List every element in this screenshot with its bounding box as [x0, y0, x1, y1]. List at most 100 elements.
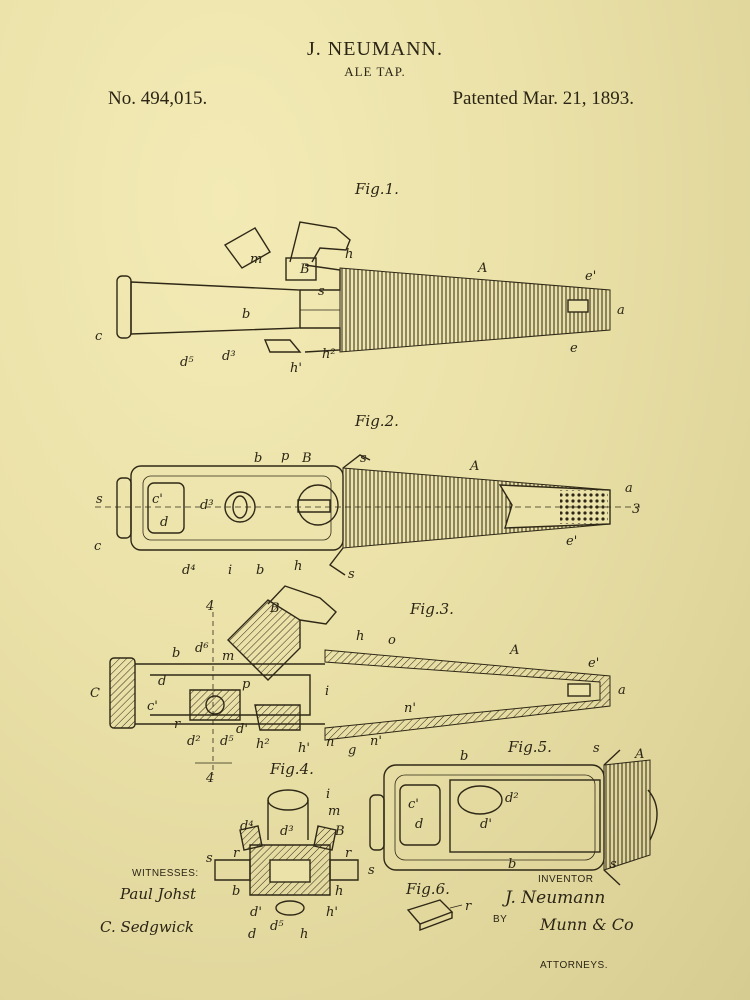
- fig4-ref-d3: d³: [280, 824, 294, 839]
- fig5-ref-s: s: [593, 741, 600, 756]
- fig3-ref-d1: d': [236, 722, 248, 737]
- fig3-ref-4-top: 4: [205, 599, 214, 614]
- fig4-ref-d: d: [248, 927, 256, 942]
- fig3-ref-c1: c': [147, 699, 158, 714]
- agent-signature: Munn & Co: [540, 915, 634, 934]
- figure-6: [406, 899, 463, 932]
- fig5-ref-d1: d': [480, 817, 492, 832]
- inventor-label: INVENTOR: [538, 874, 594, 885]
- fig2-ref-s: s: [360, 451, 367, 466]
- fig2-ref-b-low: b: [256, 563, 264, 578]
- fig1-ref-c: c: [95, 329, 103, 344]
- patent-title: ALE TAP.: [344, 64, 406, 79]
- fig2-ref-b: b: [254, 451, 262, 466]
- fig3-ref-B: B: [269, 601, 280, 616]
- fig4-ref-s-left: s: [206, 851, 213, 866]
- fig4-ref-b: b: [232, 884, 240, 899]
- fig5-ref-s-low: s: [610, 857, 617, 872]
- fig2-ref-a: a: [625, 481, 633, 496]
- fig4-ref-h1: h': [326, 905, 338, 920]
- witness-signature-2: C. Sedgwick: [100, 918, 194, 936]
- fig3-ref-m: m: [222, 649, 234, 664]
- fig3-ref-i: i: [325, 684, 329, 699]
- fig3-ref-d6: d⁶: [195, 641, 209, 656]
- fig3-ref-g: g: [348, 743, 356, 758]
- fig2-ref-d: d: [160, 515, 168, 530]
- fig3-ref-p: p: [242, 677, 251, 692]
- fig4-ref-r-left: r: [233, 846, 240, 861]
- fig3-ref-h1: h': [298, 741, 310, 756]
- fig2-ref-d3: d³: [200, 498, 214, 513]
- figure-3: [109, 585, 611, 775]
- fig1-ref-a: a: [617, 303, 625, 318]
- fig5-ref-d: d: [415, 817, 423, 832]
- fig2-ref-c: c: [94, 539, 102, 554]
- fig3-ref-h: h: [356, 629, 364, 644]
- fig1-ref-h2: h²: [322, 347, 336, 362]
- fig3-ref-d5: d⁵: [220, 734, 234, 749]
- fig3-ref-A: A: [509, 643, 519, 658]
- fig4-ref-r-right: r: [345, 846, 352, 861]
- fig4-ref-h: h: [335, 884, 343, 899]
- inventor-name: J. NEUMANN.: [307, 38, 443, 60]
- fig1-ref-h: h: [345, 247, 353, 262]
- fig3-label: Fig.3.: [410, 600, 454, 618]
- fig2-ref-A: A: [469, 459, 479, 474]
- fig2-ref-c1: c': [152, 492, 163, 507]
- fig3-ref-4-bottom: 4: [205, 771, 214, 786]
- by-label: BY: [493, 914, 508, 925]
- figure-5: [369, 749, 658, 886]
- fig3-ref-C: C: [90, 686, 100, 701]
- fig5-ref-c1: c': [408, 797, 419, 812]
- fig4-ref-m: m: [328, 804, 340, 819]
- figure-4: [214, 789, 359, 916]
- fig3-ref-d2: d²: [187, 734, 201, 749]
- fig3-ref-a: a: [618, 683, 626, 698]
- figure-2: [95, 454, 640, 576]
- witness-signature-1: Paul Johst: [120, 885, 197, 903]
- fig3-ref-o: o: [388, 633, 396, 648]
- fig2-ref-d4: d⁴: [182, 563, 196, 578]
- fig1-ref-B: B: [299, 262, 310, 277]
- fig3-ref-h2: h²: [256, 737, 270, 752]
- fig3-ref-n: n: [326, 735, 334, 750]
- fig1-ref-d3: d³: [222, 349, 236, 364]
- figure-1: [116, 221, 611, 353]
- fig2-ref-B: B: [301, 451, 312, 466]
- fig4-ref-s-right: s: [368, 863, 375, 878]
- fig4-label: Fig.4.: [270, 760, 314, 778]
- fig2-ref-s-low: s: [348, 567, 355, 582]
- fig3-ref-e1: e': [588, 656, 599, 671]
- patent-date: Patented Mar. 21, 1893.: [452, 88, 634, 109]
- fig1-ref-d5: d⁵: [180, 355, 194, 370]
- fig1-ref-e: e: [570, 341, 578, 356]
- fig1-ref-e1: e': [585, 269, 596, 284]
- fig3-ref-r: r: [174, 717, 181, 732]
- fig4-ref-d1: d': [250, 905, 262, 920]
- fig4-ref-B: B: [334, 824, 345, 839]
- fig4-ref-d5: d⁵: [270, 919, 284, 934]
- fig3-ref-n1b: n': [370, 734, 382, 749]
- fig3-ref-b: b: [172, 646, 180, 661]
- patent-number: No. 494,015.: [108, 88, 208, 109]
- fig3-ref-n1: n': [404, 701, 416, 716]
- fig1-label: Fig.1.: [355, 180, 399, 198]
- fig2-ref-e1: e': [566, 534, 577, 549]
- fig2-label: Fig.2.: [355, 412, 399, 430]
- fig2-ref-s-left: s: [96, 492, 103, 507]
- fig2-ref-i: i: [228, 563, 232, 578]
- fig4-ref-d4: d⁴: [240, 819, 254, 834]
- fig5-ref-b: b: [460, 749, 468, 764]
- inventor-signature: J. Neumann: [505, 888, 606, 908]
- fig1-ref-h1: h': [290, 361, 302, 376]
- fig6-ref-r: r: [465, 899, 472, 914]
- fig1-ref-b: b: [242, 307, 250, 322]
- fig2-ref-3: 3: [632, 502, 640, 517]
- fig1-ref-s: s: [318, 284, 325, 299]
- attorneys-label: ATTORNEYS.: [540, 960, 608, 971]
- fig4-ref-h-low: h: [300, 927, 308, 942]
- witnesses-label: WITNESSES:: [132, 868, 199, 879]
- fig5-ref-A: A: [634, 747, 644, 762]
